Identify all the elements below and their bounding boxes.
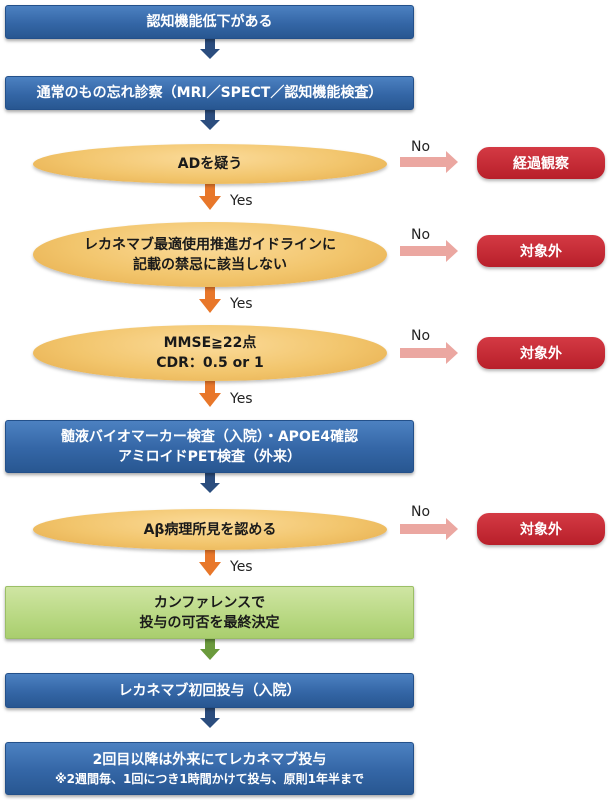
yes-label-2: Yes — [230, 296, 253, 312]
arrow-no-2 — [400, 240, 458, 262]
step-biomarker-line2: アミロイドPET検査（外来） — [117, 448, 302, 465]
outcome-excluded-3-text: 対象外 — [520, 522, 562, 538]
decision-suspect-ad-text: ADを疑う — [177, 156, 243, 172]
arrow-down-5 — [200, 473, 220, 493]
step-standard-exam: 通常のもの忘れ診察（MRI／SPECT／認知機能検査） — [5, 76, 414, 110]
decision-cdr-text: CDR：0.5 or 1 — [156, 355, 264, 371]
arrow-down-2 — [200, 110, 220, 130]
step-outpatient-administration: 2回目以降は外来にてレカネマブ投与 ※2週間毎、1回につき1時間かけて投与、原則… — [5, 742, 414, 795]
step-first-administration: レカネマブ初回投与（入院） — [5, 673, 414, 708]
arrow-no-4 — [400, 518, 458, 540]
decision-abeta-text: Aβ病理所見を認める — [143, 521, 277, 538]
arrow-yes-2 — [199, 287, 221, 313]
decision-no-contraindication-line2: 記載の禁忌に該当しない — [133, 256, 287, 273]
no-label-2: No — [411, 227, 431, 243]
no-label-3: No — [411, 328, 431, 344]
step-biomarker-line1: 髄液バイオマーカー検査（入院）・APOE4確認 — [60, 428, 359, 445]
outcome-excluded-2: 対象外 — [477, 337, 605, 369]
step-standard-exam-text: 通常のもの忘れ診察（MRI／SPECT／認知機能検査） — [36, 85, 383, 101]
step-conference-line2: 投与の可否を最終決定 — [139, 614, 280, 631]
arrow-yes-1 — [199, 184, 221, 210]
outcome-excluded-2-text: 対象外 — [520, 346, 562, 362]
step-cognitive-decline-text: 認知機能低下がある — [146, 14, 273, 30]
yes-label-3: Yes — [230, 391, 253, 407]
arrow-yes-4 — [199, 550, 221, 576]
arrow-down-7 — [200, 639, 220, 660]
step-first-administration-text: レカネマブ初回投与（入院） — [118, 682, 301, 699]
arrow-down-8 — [200, 708, 220, 728]
arrow-no-1 — [400, 151, 458, 173]
step-outpatient-line1: 2回目以降は外来にてレカネマブ投与 — [92, 751, 327, 768]
decision-no-contraindication-line1: レカネマブ最適使用推進ガイドラインに — [84, 236, 336, 253]
step-cognitive-decline: 認知機能低下がある — [5, 5, 414, 39]
decision-abeta-pathology: Aβ病理所見を認める — [33, 509, 387, 550]
arrow-down-1 — [200, 39, 220, 59]
outcome-excluded-1-text: 対象外 — [520, 244, 562, 260]
no-label-1: No — [411, 139, 431, 155]
decision-mmse-text: MMSE≧22点 — [163, 335, 257, 351]
outcome-follow-up-text: 経過観察 — [513, 156, 569, 172]
decision-no-contraindication: レカネマブ最適使用推進ガイドラインに 記載の禁忌に該当しない — [33, 222, 387, 287]
step-conference-decision: カンファレンスで 投与の可否を最終決定 — [5, 586, 414, 639]
step-outpatient-note: ※2週間毎、1回につき1時間かけて投与、原則1年半まで — [54, 771, 365, 786]
outcome-excluded-1: 対象外 — [477, 235, 605, 267]
step-conference-line1: カンファレンスで — [153, 594, 266, 611]
no-label-4: No — [411, 504, 431, 520]
decision-mmse-cdr: MMSE≧22点 CDR：0.5 or 1 — [33, 325, 387, 381]
arrow-yes-3 — [199, 381, 221, 407]
outcome-excluded-3: 対象外 — [477, 513, 605, 545]
yes-label-4: Yes — [230, 559, 253, 575]
arrow-no-3 — [400, 342, 458, 364]
step-biomarker-tests: 髄液バイオマーカー検査（入院）・APOE4確認 アミロイドPET検査（外来） — [5, 420, 414, 473]
yes-label-1: Yes — [230, 193, 253, 209]
outcome-follow-up: 経過観察 — [477, 147, 605, 179]
decision-suspect-ad: ADを疑う — [33, 144, 387, 184]
